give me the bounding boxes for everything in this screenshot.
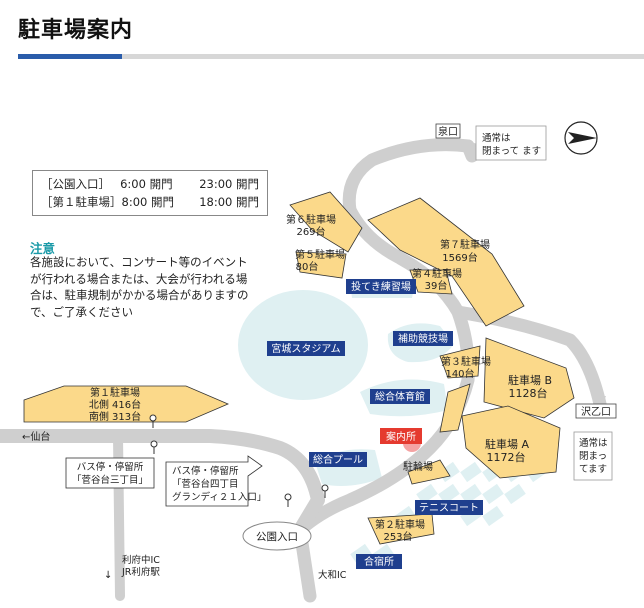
page-title: 駐車場案内	[18, 18, 134, 43]
gym-label[interactable]: 総合体育館	[375, 390, 425, 403]
parking-3-name: 第３駐車場	[441, 355, 491, 368]
north-compass-icon	[564, 121, 598, 155]
sawaotome-gate-box	[575, 403, 617, 419]
parking-6-area[interactable]	[289, 191, 363, 253]
sawaotome-note-line3: てます	[579, 464, 607, 475]
parking-3-strip[interactable]	[439, 383, 471, 433]
parking-5-name: 第５駐車場	[295, 248, 345, 261]
jr-rifu-label: JR利府駅	[121, 566, 160, 578]
parking-2-area[interactable]	[367, 513, 435, 545]
parking-7-count: 1569台	[442, 251, 477, 264]
izumi-note-line1: 通常は	[482, 132, 511, 144]
parking-b-count: 1128台	[509, 386, 548, 400]
daiwa-ic-label: 大和IC	[318, 569, 347, 581]
hours-lot1-close: 18:00 開門	[199, 195, 259, 209]
parking-5-count: 80台	[296, 260, 319, 273]
bus-stop-2-line1: バス停・停留所	[172, 465, 239, 477]
bus-stop-icons	[149, 414, 329, 507]
west-road	[0, 429, 325, 537]
parking-6-count: 269台	[296, 225, 325, 238]
parking-4-name: 第４駐車場	[412, 267, 462, 280]
parking-a-count: 1172台	[487, 450, 526, 464]
title-underline-accent	[18, 54, 122, 59]
bus-stop-1-icon	[149, 414, 157, 422]
hours-park-label: ［公園入口］	[41, 177, 110, 191]
izumi-gate-box	[435, 123, 461, 139]
throwing-label[interactable]: 投てき練習場	[351, 280, 411, 293]
parking-5-area[interactable]	[295, 251, 347, 279]
park-entrance-marker[interactable]	[242, 521, 312, 551]
parking-1-south: 南側 313台	[89, 410, 141, 423]
pool-label[interactable]: 総合プール	[313, 453, 363, 466]
opening-hours-box: ［公園入口］ 6:00 開門 23:00 開門 ［第１駐車場］ 8:00 開門 …	[32, 170, 268, 216]
aux-track-label[interactable]: 補助競技場	[398, 332, 448, 345]
bus-stop-1-line1: バス停・停留所	[77, 461, 144, 473]
parking-3-count: 140台	[445, 367, 474, 380]
bus-stop-4-icon	[321, 484, 329, 492]
facility-badges: 投てき練習場 宮城スタジアム 補助競技場 総合体育館 案内所 総合プール テニス…	[267, 279, 483, 569]
parking-2-count: 253台	[383, 530, 412, 543]
sendai-direction: ←仙台	[22, 430, 50, 443]
sawaotome-note-box	[573, 431, 613, 481]
parking-4-count: 39台	[425, 279, 448, 292]
parking-6-name: 第６駐車場	[286, 213, 336, 226]
bus-stop-2-line2: 「菅谷台四丁目	[172, 478, 239, 490]
notice-body: 各施設において、コンサート等のイベントが行われる場合または、大会が行われる場合は…	[30, 255, 249, 319]
title-underline	[18, 54, 644, 59]
parking-1-area[interactable]	[23, 385, 230, 423]
parking-3-area[interactable]	[439, 345, 481, 379]
bicycle-parking-label: 駐輪場	[403, 460, 433, 473]
parking-lots	[23, 191, 575, 545]
sawaotome-note-line2: 閉まっ	[579, 451, 607, 462]
bus-stop-2-line3: グランディ２１入口」	[172, 491, 266, 503]
izumi-arrow	[462, 140, 478, 160]
hours-row-lot1: ［第１駐車場］ 8:00 開門 18:00 開門	[41, 193, 259, 211]
parking-labels: 第６駐車場 269台 第５駐車場 80台 第７駐車場 1569台 第４駐車場 3…	[89, 213, 552, 543]
notice-title: 注意	[30, 241, 56, 256]
hours-park-close: 23:00 開門	[199, 177, 259, 191]
parking-1-north: 北側 416台	[89, 398, 141, 411]
parking-1-name: 第１駐車場	[90, 386, 140, 399]
bus-stop-2-box	[165, 455, 263, 507]
parking-7-area[interactable]	[367, 197, 525, 327]
parking-b-name: 駐車場 B	[508, 373, 552, 387]
sawaotome-gate-label: 沢乙口	[581, 405, 611, 418]
sawaotome-note-line1: 通常は	[579, 437, 608, 449]
parking-2-name: 第２駐車場	[375, 518, 425, 531]
hours-row-park: ［公園入口］ 6:00 開門 23:00 開門	[41, 175, 259, 193]
parking-a-name: 駐車場 A	[485, 437, 529, 451]
izumi-note-box	[475, 125, 547, 161]
info-label[interactable]: 案内所	[386, 430, 416, 443]
tennis-label[interactable]: テニスコート	[419, 503, 479, 514]
rifu-down-arrow-icon: ↓	[104, 570, 112, 581]
hours-lot1-open: 8:00 開門	[121, 195, 174, 209]
parking-7-name: 第７駐車場	[440, 238, 490, 251]
stadium-label[interactable]: 宮城スタジアム	[271, 342, 340, 355]
hours-park-open: 6:00 開門	[120, 177, 173, 191]
bus-stop-2-icon	[150, 440, 158, 448]
izumi-gate-label: 泉口	[438, 125, 458, 138]
bus-stop-3-icon	[284, 493, 292, 501]
izumi-note-line2: 閉まって ます	[482, 146, 541, 157]
sawaotome-arrow	[592, 396, 606, 410]
parking-a-area[interactable]	[461, 405, 561, 479]
bicycle-parking-area[interactable]	[407, 459, 451, 485]
parking-b-area[interactable]	[483, 337, 575, 419]
lodge-label[interactable]: 合宿所	[364, 555, 394, 568]
park-entrance-label: 公園入口	[256, 531, 298, 543]
rifu-ic-label: 利府中IC	[122, 554, 160, 566]
hours-lot1-label: ［第１駐車場］	[41, 195, 122, 209]
bus-stop-1-box	[65, 457, 155, 489]
bus-stop-1-line2: 「菅谷台三丁目」	[72, 474, 148, 486]
